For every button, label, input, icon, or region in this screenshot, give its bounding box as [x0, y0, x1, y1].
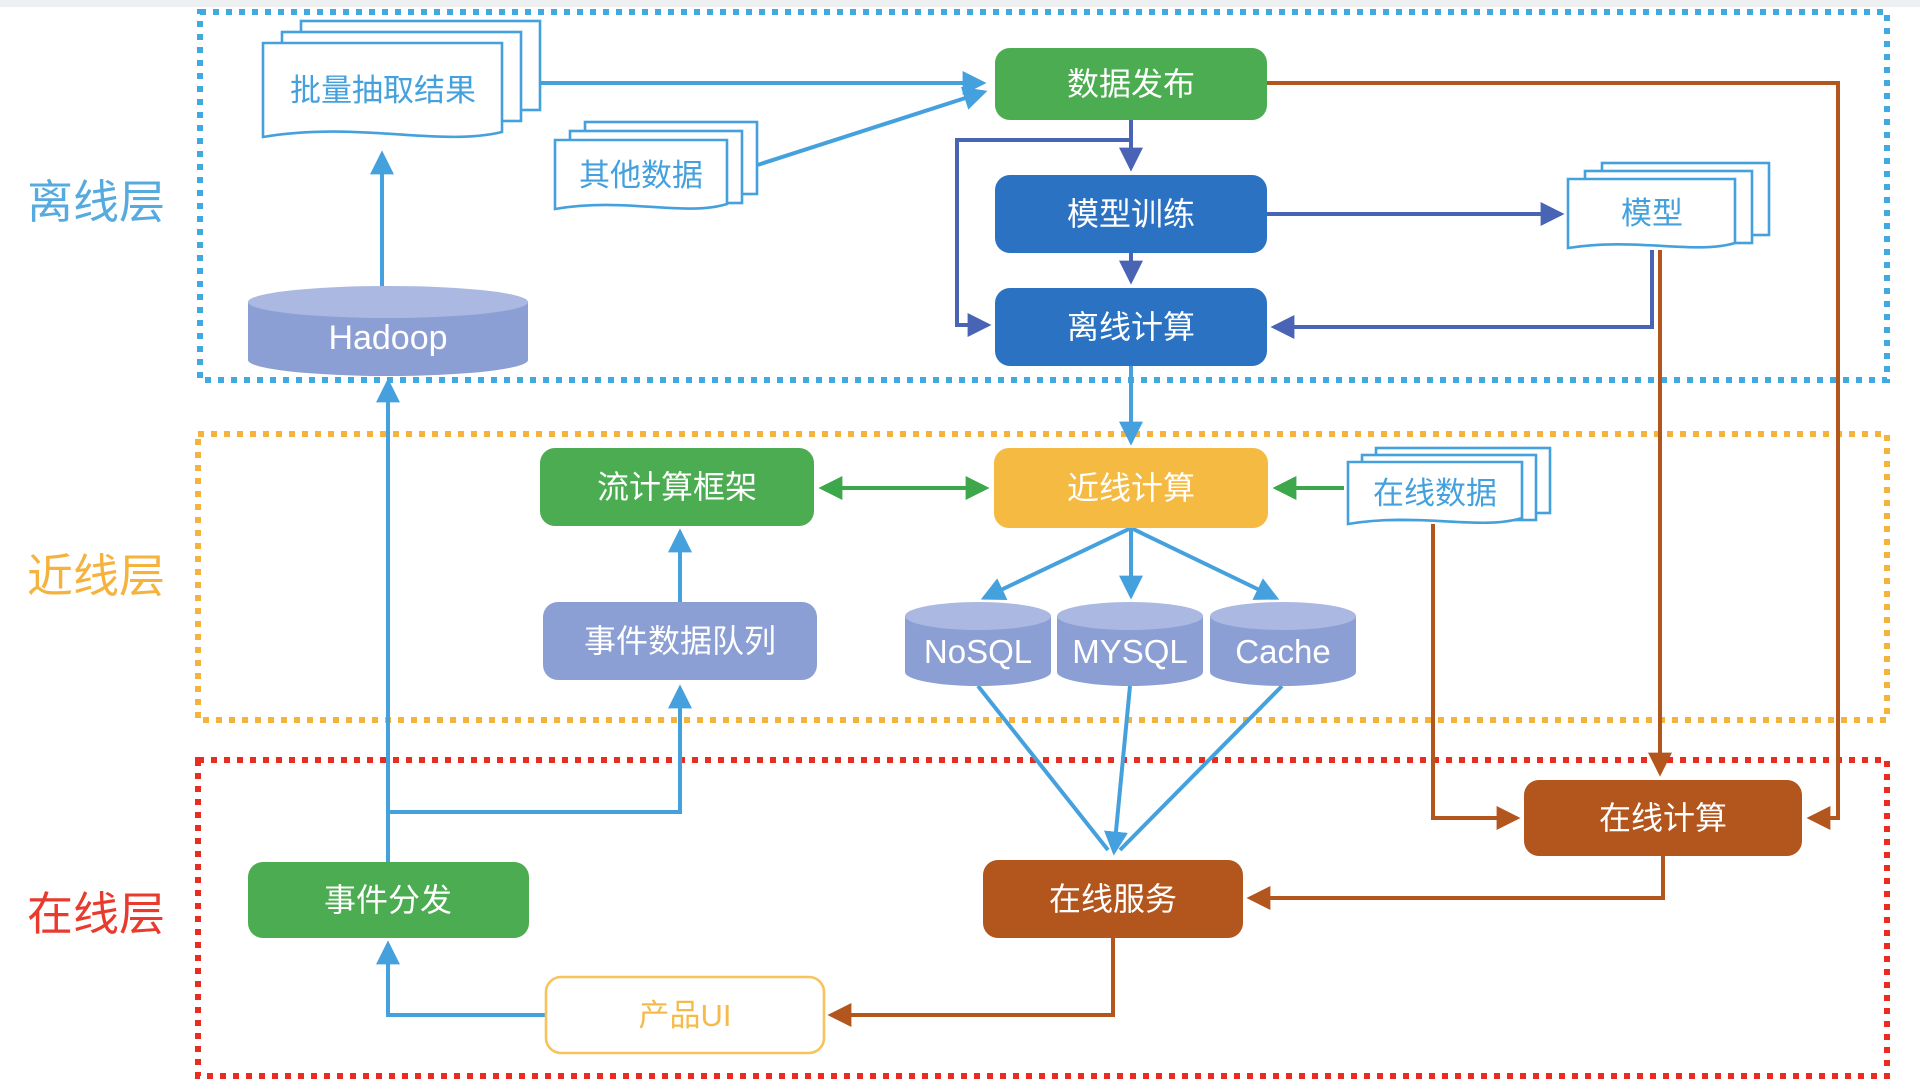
- hadoop-node: Hadoop: [248, 286, 528, 376]
- edge-service-to-productui: [827, 938, 1115, 1027]
- hadoop-body: [248, 302, 528, 376]
- nosql-top: [905, 602, 1051, 630]
- cache-node: Cache: [1210, 602, 1356, 686]
- model-node: 模型: [1566, 161, 1771, 250]
- online-compute-label: 在线计算: [1599, 800, 1727, 836]
- nearline-layer-label: 近线层: [27, 550, 165, 602]
- nearline-compute-label: 近线计算: [1067, 470, 1195, 506]
- edge-nosql-to-service: [976, 684, 1110, 852]
- edge-productui-to-dispatch: [376, 940, 546, 1017]
- edge-nearline-to-nosql: [980, 526, 1132, 601]
- model-label: 模型: [1621, 196, 1683, 231]
- cache-body: [1210, 616, 1356, 686]
- mysql-body: [1057, 616, 1203, 686]
- edge-publish-to-offlinecompute: [955, 138, 1131, 337]
- offline-layer-box: [197, 9, 1890, 383]
- edge-onlinecompute-to-service: [1246, 856, 1665, 910]
- online-data-sheet-front: [1346, 460, 1524, 526]
- cache-top: [1210, 602, 1356, 630]
- edge-model-to-offlinecompute: [1270, 250, 1654, 339]
- nosql-node: NoSQL: [905, 602, 1051, 686]
- online-service-node: 在线服务: [983, 860, 1243, 938]
- event-dispatch-label: 事件分发: [324, 882, 452, 918]
- batch-result-node: 批量抽取结果: [261, 19, 542, 139]
- edge-dispatch-to-queue: [388, 684, 692, 814]
- edge-mysql-to-service: [1104, 685, 1132, 856]
- offline-compute-label: 离线计算: [1067, 309, 1195, 345]
- online-data-node: 在线数据: [1346, 446, 1552, 526]
- hadoop-top: [248, 286, 528, 318]
- edge-onlinedata-to-onlinecompute: [1431, 524, 1521, 830]
- product-ui-node: 产品UI: [544, 975, 826, 1055]
- nosql-label: NoSQL: [924, 633, 1032, 670]
- nosql-body: [905, 616, 1051, 686]
- edge-group: [370, 71, 1840, 1027]
- mysql-node: MYSQL: [1057, 602, 1203, 686]
- stream-framework-label: 流计算框架: [597, 469, 757, 505]
- model-training-label: 模型训练: [1067, 196, 1195, 232]
- online-layer-box: [195, 757, 1890, 1079]
- other-data-sheet-front: [553, 138, 729, 211]
- other-data-node: 其他数据: [553, 120, 759, 211]
- online-compute-node: 在线计算: [1524, 780, 1802, 856]
- window-top-edge: [0, 0, 1920, 7]
- online-layer-label: 在线层: [27, 888, 165, 940]
- offline-compute-node: 离线计算: [995, 288, 1267, 366]
- data-publish-node: 数据发布: [995, 48, 1267, 120]
- online-data-label: 在线数据: [1373, 476, 1497, 511]
- event-queue-label: 事件数据队列: [584, 623, 776, 659]
- cache-label: Cache: [1235, 633, 1330, 670]
- mysql-top: [1057, 602, 1203, 630]
- product-ui-label: 产品UI: [639, 998, 732, 1033]
- edge-other-to-publish: [747, 86, 988, 170]
- model-sheet-front: [1566, 177, 1737, 250]
- mysql-label: MYSQL: [1072, 633, 1188, 670]
- offline-layer-label: 离线层: [27, 176, 165, 228]
- edge-cache-to-service: [1118, 684, 1284, 852]
- stream-framework-node: 流计算框架: [540, 448, 814, 526]
- batch-result-sheet-front: [261, 41, 504, 139]
- event-dispatch-node: 事件分发: [248, 862, 529, 938]
- edge-nearline-to-cache: [1130, 526, 1280, 600]
- model-training-node: 模型训练: [995, 175, 1267, 253]
- edge-publish-to-onlinecompute: [1267, 81, 1840, 830]
- nearline-compute-node: 近线计算: [994, 448, 1268, 528]
- batch-result-label: 批量抽取结果: [290, 73, 476, 108]
- hadoop-label: Hadoop: [328, 319, 447, 357]
- data-publish-label: 数据发布: [1067, 66, 1195, 102]
- event-queue-node: 事件数据队列: [543, 602, 817, 680]
- online-service-label: 在线服务: [1049, 881, 1177, 917]
- other-data-label: 其他数据: [579, 158, 703, 193]
